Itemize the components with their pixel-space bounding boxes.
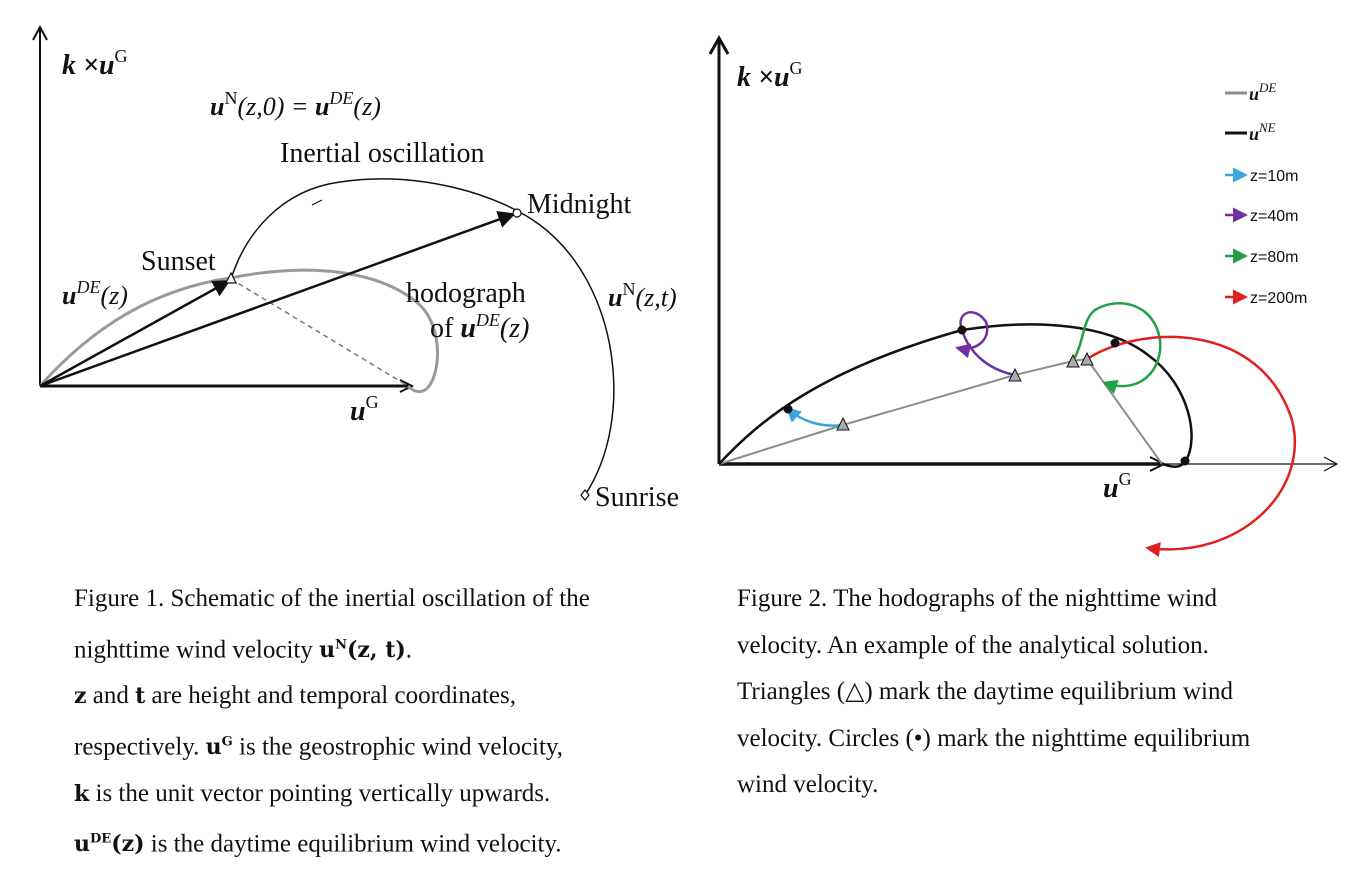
triangle-marker-40m xyxy=(1008,367,1022,382)
symbol-ude: uDE(z) xyxy=(74,831,145,858)
x-axis-arrowhead xyxy=(1323,456,1339,472)
caption1-line2: nighttime wind velocity uN(z, t). xyxy=(74,635,413,663)
inertial-direction-tick xyxy=(311,199,323,206)
figure-1-diagram: k ×uG uN(z,0) = uDE(z) Inertial oscillat… xyxy=(32,24,679,513)
hodograph-ude-curve xyxy=(38,268,439,394)
y-axis-arrowhead xyxy=(32,24,48,41)
symbol-un: uN(z, t) xyxy=(319,636,406,663)
hodograph-label-line1: hodograph xyxy=(406,278,526,309)
dashed-connector xyxy=(230,278,409,387)
ude-label: uDE(z) xyxy=(62,277,128,310)
legend-label-z200m: z=200m xyxy=(1250,290,1307,307)
caption1-line5: k is the unit vector pointing vertically… xyxy=(74,779,551,807)
caption2-line4: velocity. Circles (•) mark the nighttime… xyxy=(737,724,1251,752)
symbol-k: k xyxy=(74,780,90,807)
legend-label-z10m: z=10m xyxy=(1250,168,1298,185)
sunset-label: Sunset xyxy=(141,246,216,277)
caption2-line3: Triangles (△) mark the daytime equilibri… xyxy=(737,678,1233,705)
triangle-marker-200m xyxy=(1080,351,1094,366)
un-label: uN(z,t) xyxy=(608,279,677,312)
caption1-line1: Figure 1. Schematic of the inertial osci… xyxy=(74,585,590,612)
trajectory-z10m xyxy=(785,406,844,427)
circle-marker-40m xyxy=(957,325,967,335)
legend-label-ude: uDE xyxy=(1249,80,1276,104)
inertial-oscillation-curve xyxy=(230,178,615,496)
ug-label: uG xyxy=(350,392,379,427)
y-axis-label: k ×uG xyxy=(62,46,128,81)
figure-2-diagram: k ×uG uG uDE uNE z=10m z=40m z=80m z=200… xyxy=(708,34,1339,557)
ude-vector xyxy=(39,279,231,388)
legend-label-z80m: z=80m xyxy=(1250,249,1298,266)
caption2-line1: Figure 2. The hodographs of the nighttim… xyxy=(737,585,1218,612)
symbol-z: z xyxy=(74,683,87,710)
trajectory-z80m xyxy=(1071,302,1162,394)
y-axis-arrowhead xyxy=(708,34,730,55)
hodograph-label-line2: of uDE(z) xyxy=(430,310,529,344)
symbol-ug: uG xyxy=(205,734,233,761)
caption1-line6: uDE(z) is the daytime equilibrium wind v… xyxy=(74,830,562,858)
circle-marker-200m xyxy=(1180,456,1190,466)
trajectory-z40m xyxy=(955,311,1016,377)
midnight-label: Midnight xyxy=(527,189,631,220)
une-hodograph-line xyxy=(718,323,1193,468)
caption1-line3: z and t are height and temporal coordina… xyxy=(74,682,516,710)
circle-marker-10m xyxy=(783,404,793,414)
caption2-line2: velocity. An example of the analytical s… xyxy=(737,631,1209,659)
sunrise-diamond-marker xyxy=(580,489,590,501)
midnight-vector xyxy=(39,211,516,388)
ug-arrowhead xyxy=(399,379,415,393)
legend: uDE uNE z=10m z=40m z=80m z=200m xyxy=(1225,80,1307,307)
trajectory-z200m xyxy=(1086,335,1297,557)
sunset-triangle-marker xyxy=(225,271,237,284)
figure-1-caption: Figure 1. Schematic of the inertial osci… xyxy=(74,576,694,868)
circle-marker-80m xyxy=(1110,338,1120,348)
ude-hodograph-line xyxy=(718,357,1163,465)
equation-label: uN(z,0) = uDE(z) xyxy=(210,88,381,121)
caption2-line5: wind velocity. xyxy=(737,771,879,798)
sunrise-label: Sunrise xyxy=(595,482,679,513)
y-axis-label: k ×uG xyxy=(737,58,803,93)
ug-label: uG xyxy=(1103,469,1132,504)
legend-label-une: uNE xyxy=(1249,120,1276,144)
legend-label-z40m: z=40m xyxy=(1250,208,1298,225)
symbol-t: t xyxy=(135,683,146,710)
midnight-circle-marker xyxy=(512,208,522,218)
triangle-marker-80m xyxy=(1066,353,1080,368)
inertial-oscillation-label: Inertial oscillation xyxy=(280,138,485,169)
caption1-line4: respectively. uG is the geostrophic wind… xyxy=(74,733,564,761)
triangle-marker-10m xyxy=(836,416,850,431)
figure-2-caption: Figure 2. The hodographs of the nighttim… xyxy=(737,576,1347,809)
